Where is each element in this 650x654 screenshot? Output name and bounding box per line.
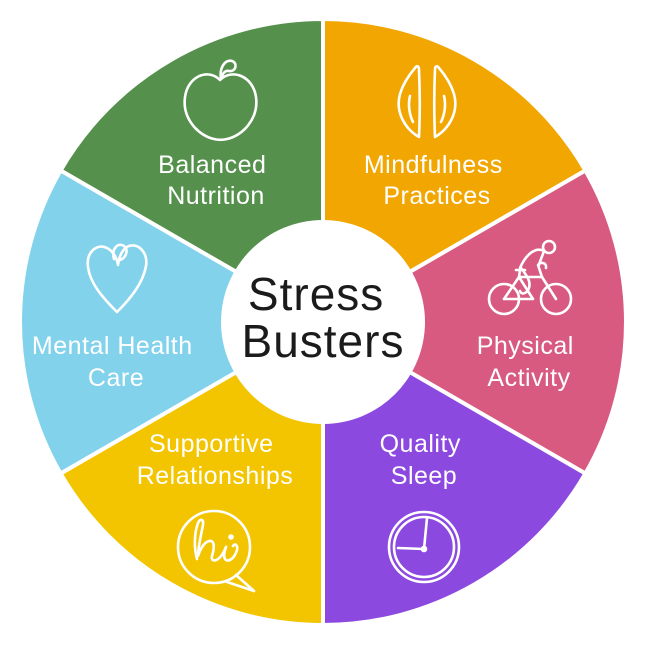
segment-mental-health-care-wedge — [18, 168, 325, 476]
segment-physical-activity: Physical Activity — [321, 168, 628, 476]
segment-mental-health-care: Mental Health Care — [18, 168, 325, 476]
segment-label-mental-health-care: Mental Health Care — [32, 332, 200, 392]
segment-label-balanced-nutrition: Balanced Nutrition — [158, 151, 274, 210]
segment-label-supportive-relationships: Supportive Relationships — [137, 430, 294, 490]
segment-label-physical-activity: Physical Activity — [477, 332, 582, 392]
apple-icon — [183, 59, 258, 142]
clock-icon — [387, 510, 461, 584]
diagram-title: Stress Busters — [242, 268, 405, 367]
cyclist-icon — [487, 239, 573, 316]
speech-bubble-hi-icon — [176, 509, 256, 593]
praying-hands-icon — [397, 64, 457, 139]
segment-label-mindfulness-practices: Mindfulness Practices — [364, 151, 510, 210]
segment-physical-activity-wedge — [321, 168, 628, 476]
segment-label-quality-sleep: Quality Sleep — [380, 430, 469, 490]
heart-icon — [86, 243, 148, 314]
center-circle — [221, 220, 425, 424]
